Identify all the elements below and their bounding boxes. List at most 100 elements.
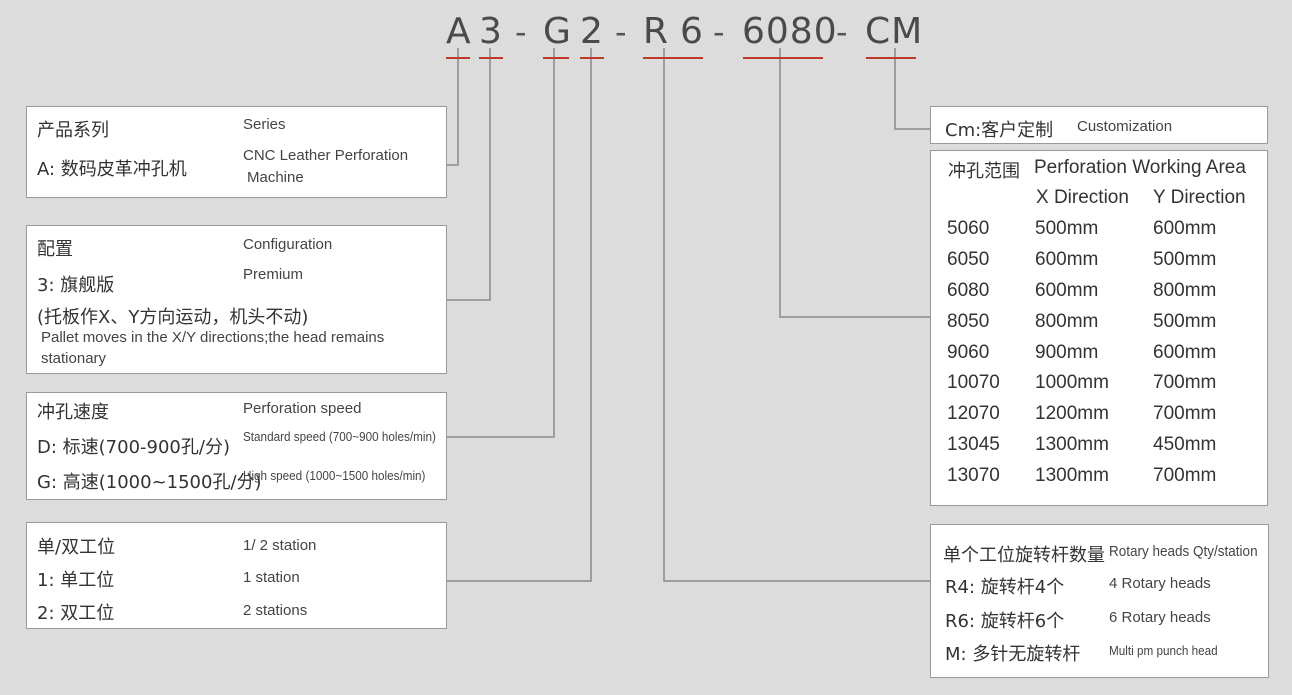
connector-cm (894, 48, 931, 130)
cm-box: Cm:客户定制 Customization (930, 106, 1268, 144)
code-rotary-underline (643, 57, 703, 59)
rotary-r6-en: 6 Rotary heads (1109, 609, 1211, 626)
row-code: 13045 (947, 434, 1000, 455)
row-y: 500mm (1153, 249, 1217, 270)
row-code: 10070 (947, 372, 1000, 393)
config-box: 配置 Configuration 3: 旗舰版 Premium (托板作X、Y方… (26, 225, 447, 374)
area-header-y: Y Direction (1153, 187, 1246, 208)
rotary-m-en: Multi pm punch head (1109, 643, 1218, 658)
config-item-en: Premium (243, 266, 304, 283)
model-code: A 3 - G 2 - R 6 - 6080 - CM (0, 11, 1292, 59)
series-item-en-1: CNC Leather Perforation (243, 147, 409, 164)
connector-rotary (663, 48, 931, 582)
station-box: 单/双工位 1/ 2 station 1: 单工位 1 station 2: 双… (26, 522, 447, 629)
row-x: 1300mm (1035, 465, 1109, 486)
speed-title-en: Perforation speed (243, 400, 362, 417)
connector-station (447, 48, 592, 582)
code-dash-2: - (615, 13, 627, 51)
row-code: 6050 (947, 249, 990, 270)
row-y: 450mm (1153, 434, 1217, 455)
code-series: A (446, 11, 472, 52)
speed-g-zh: G: 高速(1000~1500孔/分) (37, 472, 262, 493)
series-title-en: Series (243, 116, 286, 133)
row-y: 800mm (1153, 280, 1217, 301)
series-title-zh: 产品系列 (37, 120, 109, 141)
rotary-title-en: Rotary heads Qty/station (1109, 543, 1258, 560)
code-config-underline (479, 57, 503, 59)
rotary-r4-zh: R4: 旋转杆4个 (945, 577, 1065, 598)
row-x: 500mm (1035, 218, 1099, 239)
row-y: 600mm (1153, 218, 1217, 239)
series-box: 产品系列 Series A: 数码皮革冲孔机 CNC Leather Perfo… (26, 106, 447, 198)
connector-series (447, 48, 459, 166)
row-y: 500mm (1153, 311, 1217, 332)
row-x: 600mm (1035, 280, 1099, 301)
speed-d-zh: D: 标速(700-900孔/分) (37, 437, 230, 458)
speed-title-zh: 冲孔速度 (37, 402, 109, 423)
cm-zh: Cm:客户定制 (945, 120, 1054, 141)
series-item-zh: A: 数码皮革冲孔机 (37, 159, 187, 180)
code-dash-3: - (713, 13, 725, 51)
area-title-zh: 冲孔范围 (948, 161, 1020, 182)
row-code: 6080 (947, 280, 990, 301)
row-code: 5060 (947, 218, 990, 239)
speed-box: 冲孔速度 Perforation speed D: 标速(700-900孔/分)… (26, 392, 447, 500)
station-title-zh: 单/双工位 (37, 537, 116, 558)
rotary-box: 单个工位旋转杆数量 Rotary heads Qty/station R4: 旋… (930, 524, 1269, 678)
station-1-en: 1 station (243, 569, 300, 586)
code-speed-underline (543, 57, 569, 59)
row-y: 700mm (1153, 403, 1217, 424)
row-x: 1000mm (1035, 372, 1109, 393)
code-rotary-letter: R (643, 11, 670, 52)
row-code: 12070 (947, 403, 1000, 424)
area-header-x: X Direction (1036, 187, 1129, 208)
area-header: Perforation Working Area (1034, 157, 1246, 178)
code-dash-1: - (515, 13, 527, 51)
code-station: 2 (580, 11, 604, 52)
row-x: 1200mm (1035, 403, 1109, 424)
row-y: 600mm (1153, 342, 1217, 363)
row-code: 8050 (947, 311, 990, 332)
row-y: 700mm (1153, 372, 1217, 393)
row-code: 9060 (947, 342, 990, 363)
code-size: 6080 (742, 11, 838, 52)
row-x: 1300mm (1035, 434, 1109, 455)
rotary-m-zh: M: 多针无旋转杆 (945, 644, 1081, 665)
config-title-zh: 配置 (37, 239, 73, 260)
station-title-en: 1/ 2 station (243, 537, 317, 554)
row-x: 800mm (1035, 311, 1099, 332)
config-note-zh: (托板作X、Y方向运动，机头不动) (37, 307, 309, 328)
speed-g-en: High speed (1000~1500 holes/min) (243, 468, 426, 483)
row-y: 700mm (1153, 465, 1217, 486)
connector-area (779, 48, 931, 318)
connector-speed (447, 48, 555, 438)
station-2-en: 2 stations (243, 602, 308, 619)
config-note-en-1: Pallet moves in the X/Y directions;the h… (41, 329, 385, 346)
area-table-box: 冲孔范围 Perforation Working Area X Directio… (930, 150, 1268, 506)
rotary-r6-zh: R6: 旋转杆6个 (945, 611, 1065, 632)
code-station-underline (580, 57, 604, 59)
station-1-zh: 1: 单工位 (37, 570, 115, 591)
connector-config (447, 48, 491, 301)
series-item-en-2: Machine (247, 169, 304, 186)
speed-d-en: Standard speed (700~900 holes/min) (243, 429, 436, 444)
rotary-r4-en: 4 Rotary heads (1109, 575, 1211, 592)
cm-en: Customization (1077, 118, 1173, 135)
config-title-en: Configuration (243, 236, 333, 253)
row-code: 13070 (947, 465, 1000, 486)
config-note-en-2: stationary (41, 350, 107, 367)
row-x: 600mm (1035, 249, 1099, 270)
code-dash-4: - (836, 13, 848, 51)
code-custom-underline (866, 57, 916, 59)
code-rotary-number: 6 (680, 11, 704, 52)
rotary-title-zh: 单个工位旋转杆数量 (943, 545, 1105, 566)
code-config: 3 (479, 11, 503, 52)
code-size-underline (743, 57, 823, 59)
config-item-zh: 3: 旗舰版 (37, 275, 115, 296)
code-series-underline (446, 57, 470, 59)
code-custom: CM (865, 11, 924, 52)
row-x: 900mm (1035, 342, 1099, 363)
code-speed: G (543, 11, 572, 52)
station-2-zh: 2: 双工位 (37, 603, 115, 624)
